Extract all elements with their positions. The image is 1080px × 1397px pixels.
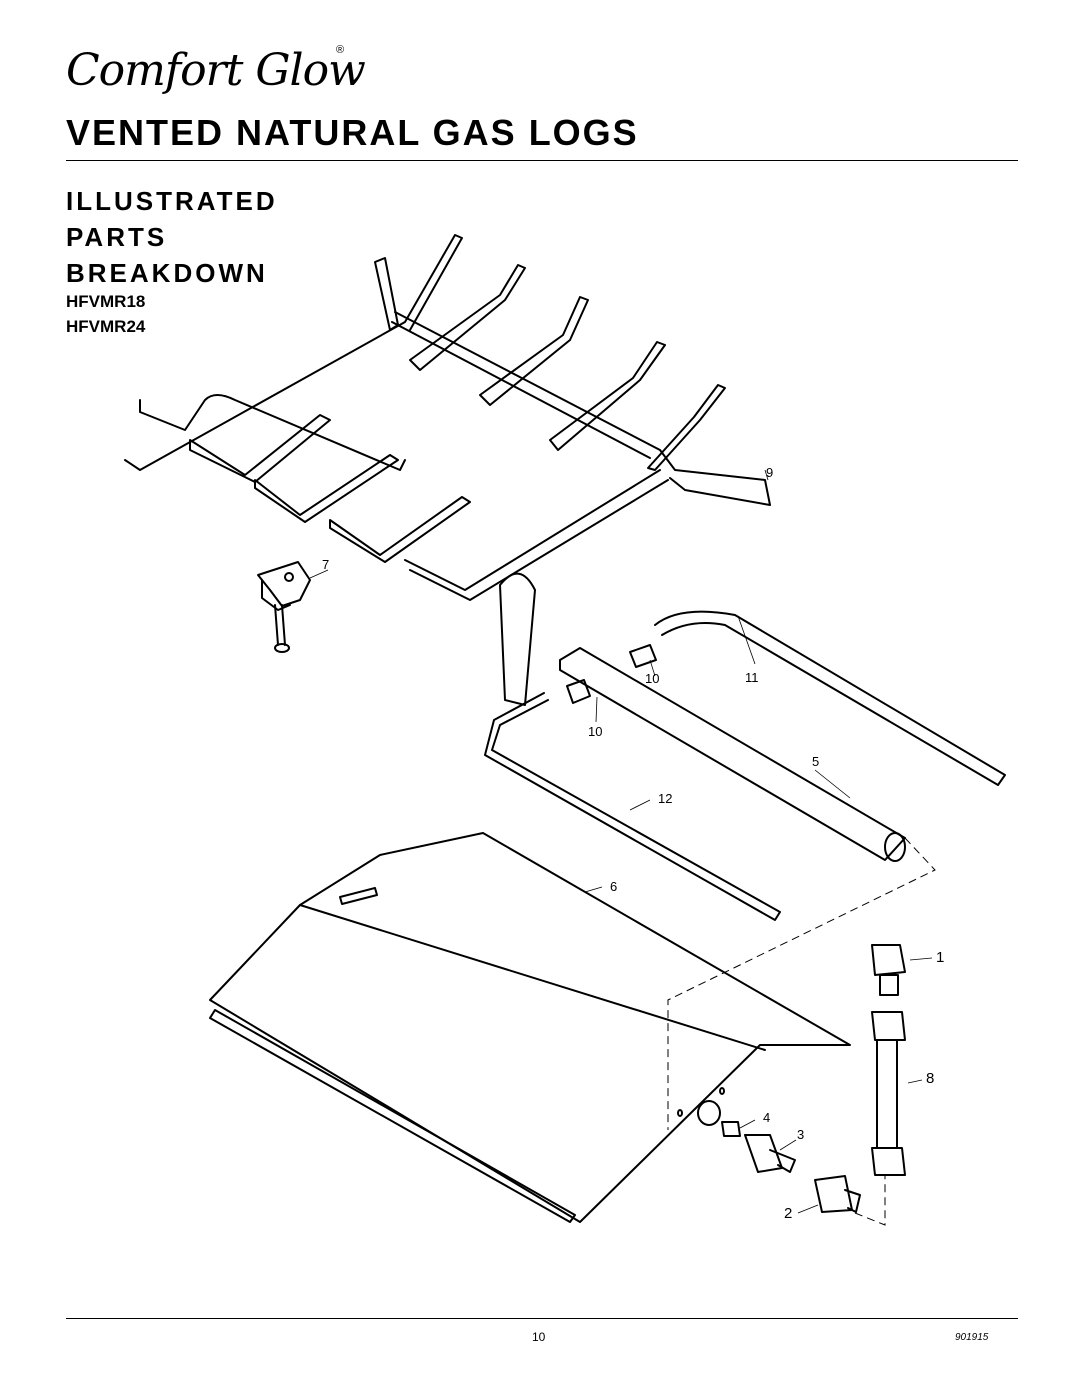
- burner-tube: [559, 647, 906, 862]
- section-title: ILLUSTRATED PARTS BREAKDOWN: [66, 183, 278, 291]
- orifice-fitting: [744, 1134, 796, 1173]
- page-number: 10: [532, 1330, 546, 1344]
- brand-logo-text: Comfort Glow: [66, 45, 366, 96]
- header-divider: [66, 160, 1018, 161]
- callout-5: 5: [812, 754, 819, 769]
- section-title-line: ILLUSTRATED: [66, 186, 278, 216]
- callout-3: 3: [797, 1127, 804, 1142]
- grate: [124, 234, 771, 706]
- model-list: HFVMR18 HFVMR24: [66, 289, 145, 339]
- section-title-line: BREAKDOWN: [66, 258, 268, 288]
- callout-10-lower: 10: [588, 724, 602, 739]
- connector-fitting: [871, 944, 906, 996]
- gas-tube-lower: [484, 692, 781, 921]
- footer-divider: [66, 1318, 1018, 1319]
- callout-7: 7: [322, 557, 329, 572]
- callout-2: 2: [784, 1205, 792, 1222]
- callout-1: 1: [936, 949, 944, 966]
- mounting-bracket: [257, 561, 311, 653]
- burner-pan: [209, 832, 851, 1223]
- callout-6: 6: [610, 879, 617, 894]
- section-title-line: PARTS: [66, 222, 168, 252]
- callout-12: 12: [658, 791, 672, 806]
- callout-11: 11: [745, 670, 759, 685]
- brand-logo: Comfort Glow: [66, 36, 366, 106]
- document-number: 901915: [955, 1332, 989, 1343]
- flex-connector: [871, 1011, 906, 1176]
- gas-tube-upper: [629, 610, 1006, 786]
- callout-labels: 1 2 3 4 5 6 7 8 9 10 11 10 12: [322, 465, 944, 1222]
- registered-mark: ®: [336, 44, 345, 56]
- model-number: HFVMR18: [66, 292, 146, 311]
- callout-leaders: [309, 469, 933, 1214]
- callout-10: 10: [645, 671, 659, 686]
- callout-9: 9: [766, 465, 773, 480]
- callout-8: 8: [926, 1070, 934, 1087]
- callout-4: 4: [763, 1110, 770, 1125]
- orifice: [721, 1121, 741, 1137]
- elbow-fitting: [814, 1175, 861, 1213]
- assembly-guide-lines: [667, 837, 936, 1226]
- model-number: HFVMR24: [66, 317, 146, 336]
- document-title: VENTED NATURAL GAS LOGS: [66, 112, 639, 153]
